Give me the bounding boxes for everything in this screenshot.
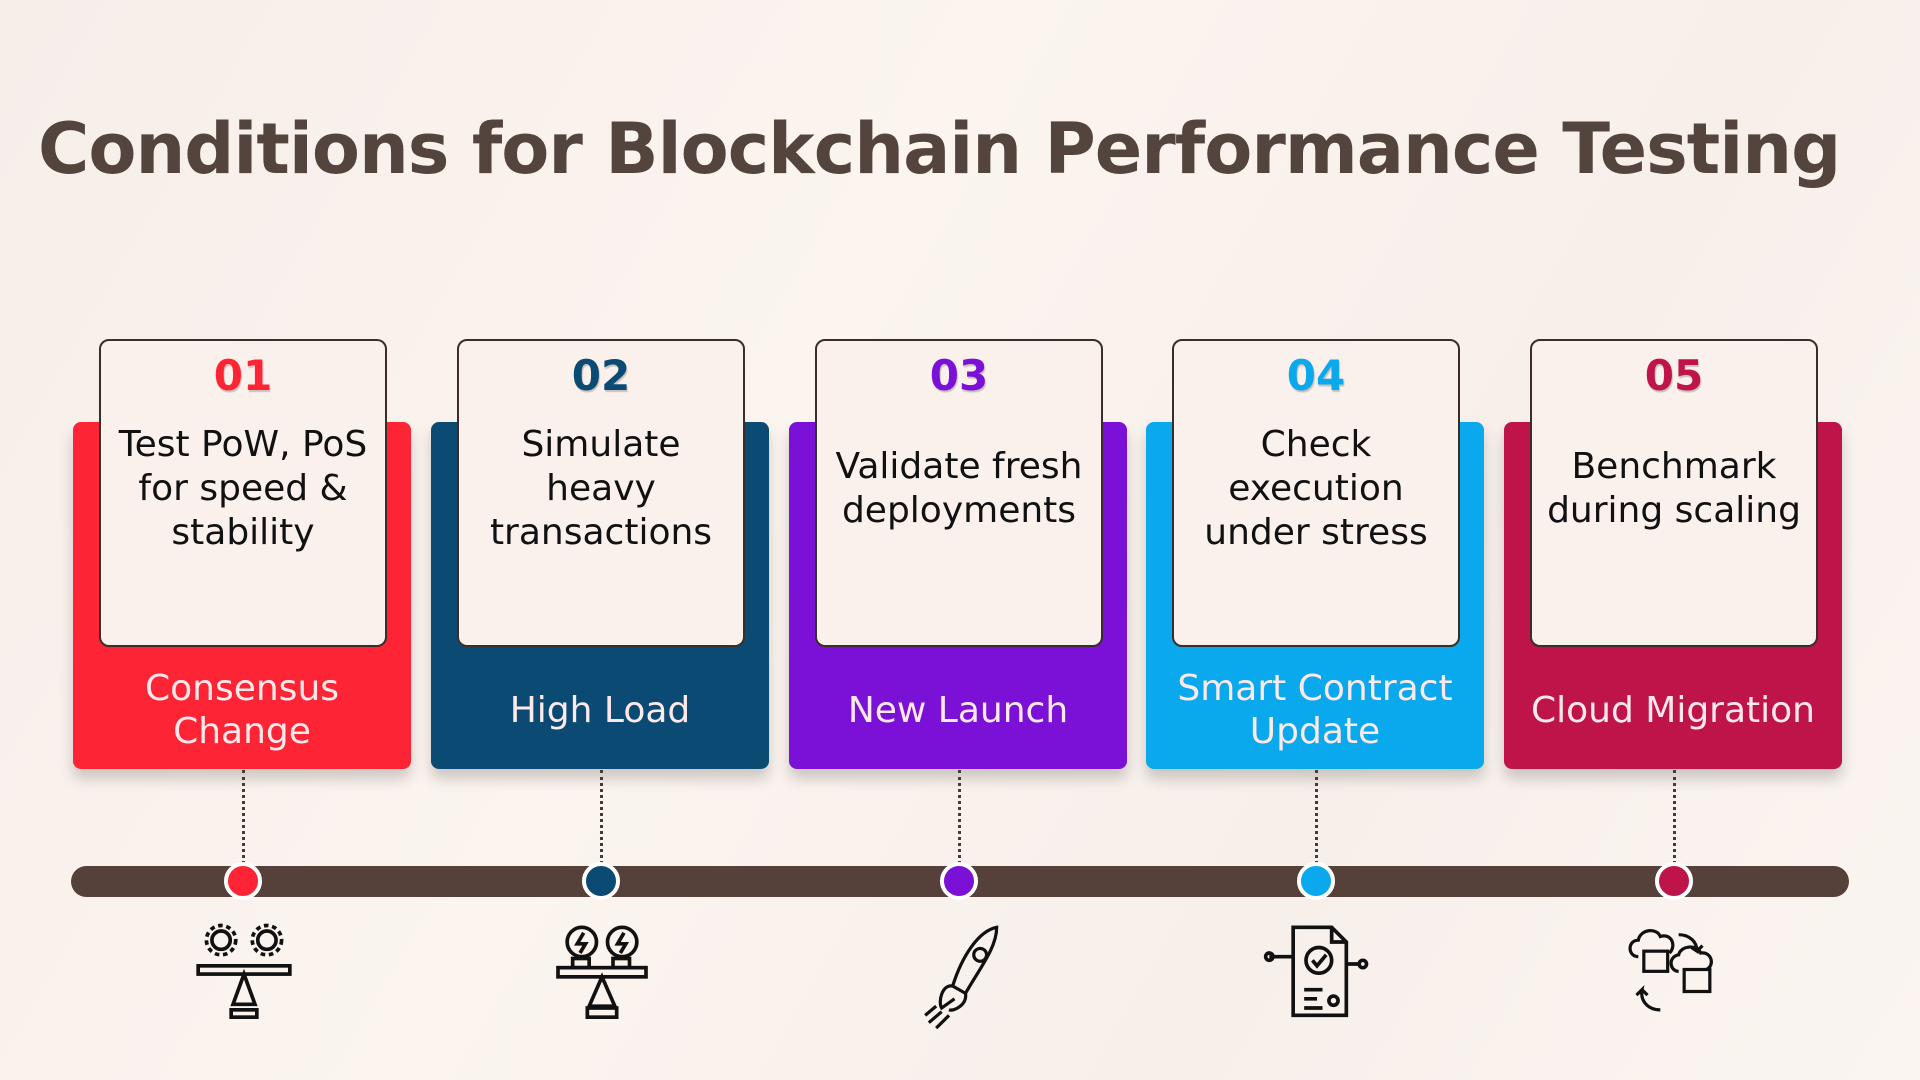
step-connector (1673, 770, 1676, 864)
step-number: 03 (929, 351, 989, 400)
timeline-dot-04 (1297, 862, 1335, 900)
step-connector (1315, 770, 1318, 864)
step-card-04: 04 Check execution under stress (1172, 339, 1460, 647)
contract-check-icon (1263, 925, 1369, 1018)
step-label: High Load (509, 689, 691, 731)
step-description: Test PoW, PoS for speed & stability (118, 424, 368, 553)
step-connector (958, 770, 961, 864)
step-description: Check execution under stress (1204, 424, 1428, 553)
step-card-01: 01 Test PoW, PoS for speed & stability (99, 339, 387, 647)
timeline-dot-05 (1655, 862, 1693, 900)
title-regular: Conditions for Blockchain (38, 108, 1045, 190)
cloud-sync-icon (1628, 929, 1713, 1012)
step-label: Consensus Change (144, 668, 340, 752)
step-card-02: 02 Simulate heavy transactions (457, 339, 745, 647)
step-label: New Launch (847, 689, 1069, 731)
step-description: Simulate heavy transactions (489, 424, 713, 553)
step-number: 05 (1644, 351, 1704, 400)
timeline-dot-03 (940, 862, 978, 900)
step-connector (600, 770, 603, 864)
step-number: 04 (1286, 351, 1346, 400)
title-bold: Performance Testing (1044, 108, 1842, 190)
step-number: 02 (571, 351, 631, 400)
power-balance-icon (556, 925, 648, 1019)
timeline-dot-01 (224, 862, 262, 900)
step-description: Validate fresh deployments (835, 446, 1083, 531)
step-card-03: 03 Validate fresh deployments (815, 339, 1103, 647)
gears-balance-icon (196, 923, 292, 1019)
timeline-dot-02 (582, 862, 620, 900)
step-description: Benchmark during scaling (1547, 446, 1801, 531)
step-label: Smart Contract Update (1177, 668, 1453, 752)
step-card-05: 05 Benchmark during scaling (1530, 339, 1818, 647)
page-title: Conditions for Blockchain Performance Te… (38, 108, 1842, 190)
rocket-icon (924, 925, 999, 1030)
step-label: Cloud Migration (1530, 689, 1815, 731)
step-number: 01 (213, 351, 273, 400)
step-connector (242, 770, 245, 864)
